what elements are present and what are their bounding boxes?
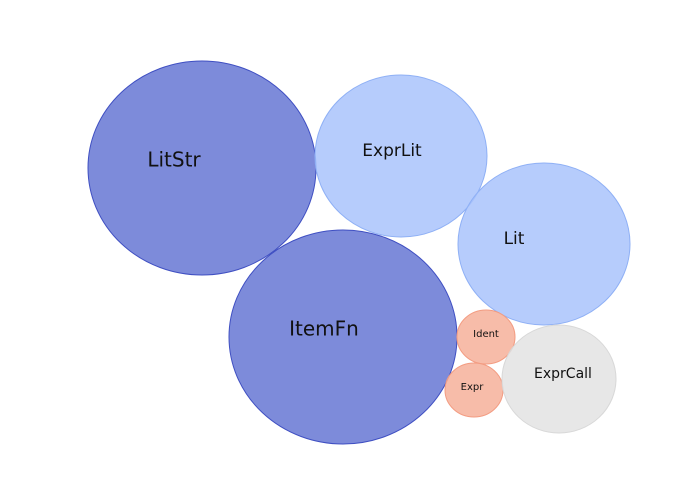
bubble-exprlit: ExprLit [314,74,488,238]
bubble-label: ExprLit [362,141,422,161]
bubble-expr: Expr [444,362,504,418]
bubble-label: Ident [473,329,499,340]
bubble-label: Expr [461,382,485,393]
bubble-litstr: LitStr [87,60,317,276]
bubble-circle [501,324,617,434]
bubble-label: ExprCall [534,366,592,382]
bubble-label: ItemFn [289,317,359,341]
bubble-exprcall: ExprCall [501,324,617,434]
bubble-circle [456,309,516,365]
bubble-circle [457,162,631,326]
bubble-circle [314,74,488,238]
bubble-circle [87,60,317,276]
bubble-ident: Ident [456,309,516,365]
bubble-label: LitStr [147,148,201,172]
bubble-label: Lit [504,229,525,249]
bubble-itemfn: ItemFn [228,229,458,445]
bubble-lit: Lit [457,162,631,326]
